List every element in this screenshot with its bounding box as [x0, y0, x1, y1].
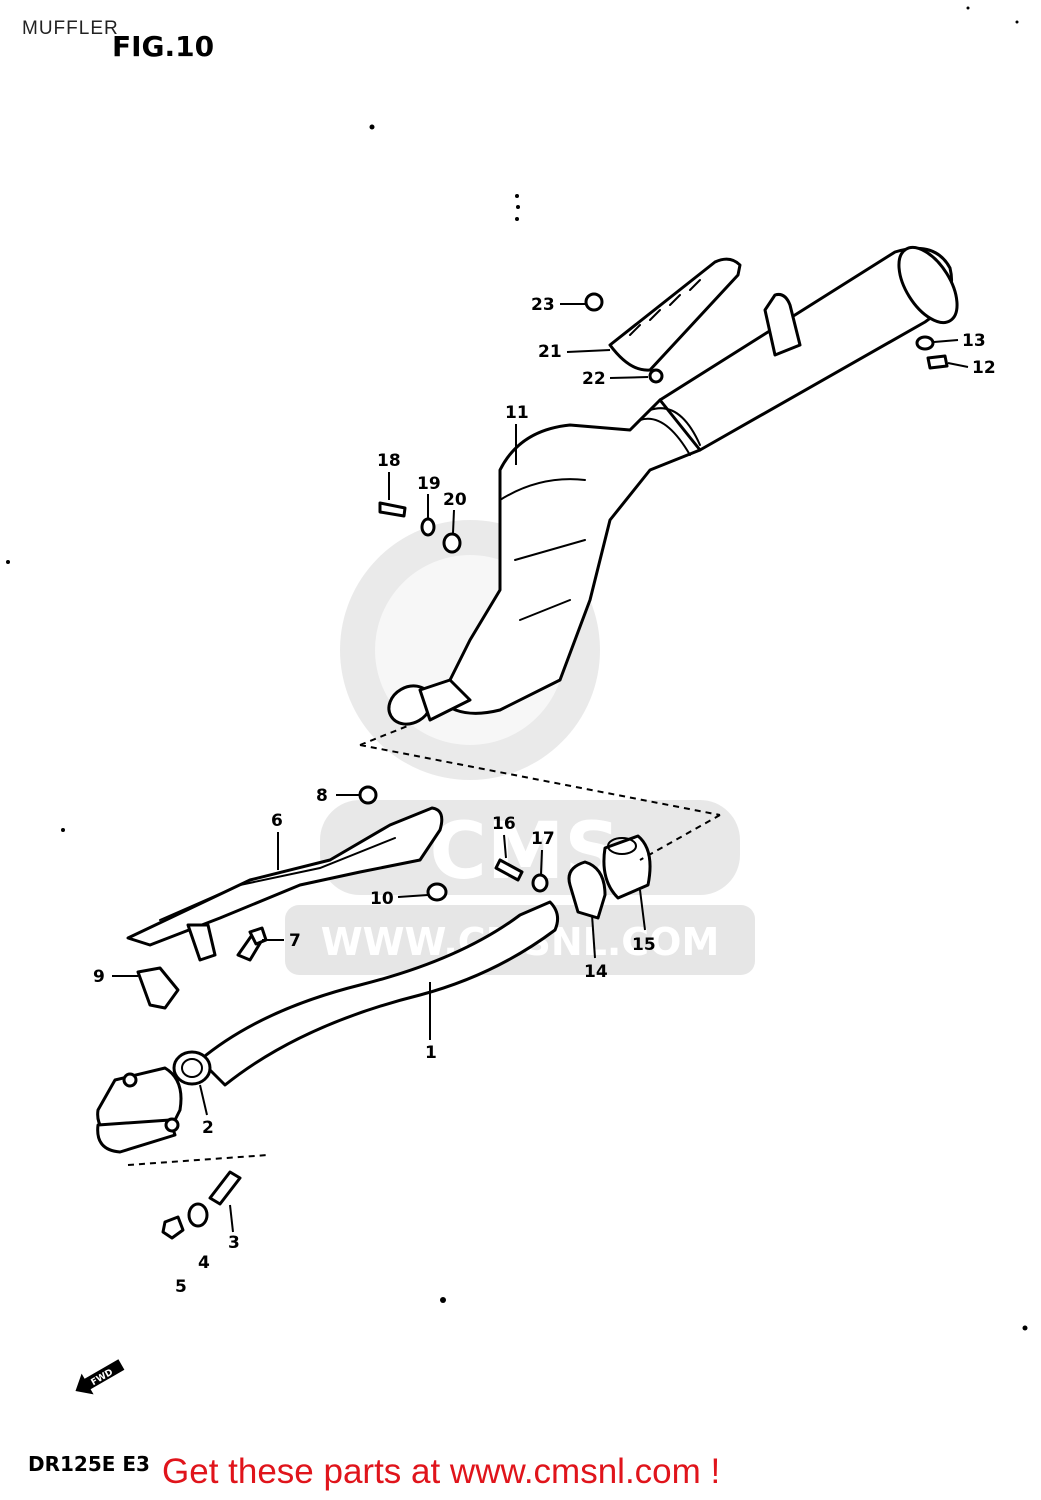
assembly-guide-lines: [127, 724, 721, 1166]
leader-22: [609, 376, 649, 379]
leader-12: [947, 362, 969, 368]
part-2-gasket-inner: [181, 1058, 203, 1078]
pipe-heat-shield-tab: [186, 923, 217, 962]
part-8-bolt: [358, 785, 378, 805]
pipe-heat-shield: [126, 806, 444, 947]
part-22-nut: [648, 368, 664, 384]
forward-direction-arrow: FWD: [75, 1359, 125, 1395]
speck: [966, 6, 970, 10]
leader-3: [229, 1204, 234, 1233]
part-10-nut: [426, 882, 448, 902]
print-specks: [6, 6, 1028, 1331]
part-2-gasket: [172, 1050, 212, 1086]
part-20-nut: [442, 532, 462, 554]
part-number-5: 5: [175, 1277, 187, 1297]
exhaust-pipe-body: [198, 900, 560, 1087]
flange-stud-hole: [164, 1117, 180, 1133]
part-number-23: 23: [531, 295, 555, 315]
part-3-stud: [208, 1170, 242, 1206]
part-16-bolt: [494, 858, 524, 882]
muffler-inlet-neck: [418, 678, 472, 722]
speck: [515, 217, 519, 221]
speck: [440, 1297, 446, 1303]
part-number-13: 13: [962, 331, 986, 351]
leader-13: [933, 339, 959, 343]
exhaust-pipe-header-tip: [96, 1118, 177, 1154]
part-6-pipe-heat-shield: [126, 806, 444, 962]
part-number-9: 9: [93, 967, 105, 987]
part-number-8: 8: [316, 786, 328, 806]
part-12-bolt: [926, 354, 949, 370]
leader-15: [639, 889, 646, 931]
part-19-washer: [420, 517, 436, 537]
muffler-mount-bracket: [763, 293, 802, 357]
part-11-muffler: [387, 246, 959, 726]
part-number-22: 22: [582, 369, 606, 389]
pipe-heat-shield-rib: [159, 837, 396, 921]
leader-lines: [112, 303, 969, 1233]
heat-shield-slots: [629, 279, 701, 336]
part-9-bracket: [136, 966, 180, 1010]
part-numbers: 1 2 3 4 5 6 7 8 9 10 11 12 13 14 15 16 1…: [93, 295, 996, 1297]
figure-title: FIG.10: [112, 30, 215, 63]
promo-link-text[interactable]: Get these parts at www.cmsnl.com !: [162, 1452, 721, 1491]
speck: [1022, 1325, 1028, 1331]
part-number-20: 20: [443, 490, 467, 510]
muffler-heat-shield: [608, 257, 742, 372]
part-5-nut: [161, 1215, 185, 1240]
fwd-arrow-shape: [75, 1359, 125, 1395]
leader-20: [452, 509, 455, 534]
part-number-12: 12: [972, 358, 996, 378]
part-13-washer: [915, 335, 935, 351]
part-number-15: 15: [632, 935, 656, 955]
part-4-washer: [187, 1202, 209, 1228]
muffler-end-cap: [897, 246, 959, 324]
leader-16: [503, 834, 507, 859]
part-number-11: 11: [505, 403, 529, 423]
leader-10: [397, 894, 429, 898]
model-code: DR125E E3: [28, 1452, 150, 1476]
part-number-18: 18: [377, 451, 401, 471]
part-number-7: 7: [289, 931, 301, 951]
part-number-6: 6: [271, 811, 283, 831]
speck: [515, 194, 519, 198]
part-number-16: 16: [492, 814, 516, 834]
part-number-14: 14: [584, 962, 608, 982]
part-number-10: 10: [370, 889, 394, 909]
part-number-21: 21: [538, 342, 562, 362]
part-18-bolt: [378, 501, 407, 518]
leader-17: [540, 849, 543, 875]
part-number-3: 3: [228, 1233, 240, 1253]
leader-2: [199, 1084, 208, 1116]
part-15-sleeve: [602, 834, 652, 900]
muffler-rib: [499, 478, 586, 621]
speck: [369, 124, 375, 130]
leader-21: [566, 349, 611, 353]
speck: [1015, 20, 1019, 24]
bracket-9: [136, 966, 180, 1010]
part-number-1: 1: [425, 1043, 437, 1063]
part-number-19: 19: [417, 474, 441, 494]
muffler-joint-collar: [639, 407, 701, 456]
part-14-clamp: [567, 860, 607, 920]
speck: [6, 560, 10, 564]
part-23-bolt: [584, 292, 604, 312]
guide-line-pipe-to-muffler: [359, 724, 721, 861]
part-number-17: 17: [531, 829, 555, 849]
part-number-2: 2: [202, 1118, 214, 1138]
part-15-sleeve-end: [607, 837, 637, 855]
guide-line-flange-studs: [127, 1154, 269, 1166]
section-label: MUFFLER: [22, 18, 119, 39]
leader-14: [591, 914, 596, 959]
part-17-washer: [531, 873, 549, 893]
part-21-muffler-heat-shield: [608, 257, 742, 372]
part-1-exhaust-pipe: [96, 900, 560, 1154]
part-number-4: 4: [198, 1253, 210, 1273]
speck: [61, 828, 65, 832]
flange-stud-hole: [122, 1072, 138, 1088]
speck: [516, 205, 520, 209]
